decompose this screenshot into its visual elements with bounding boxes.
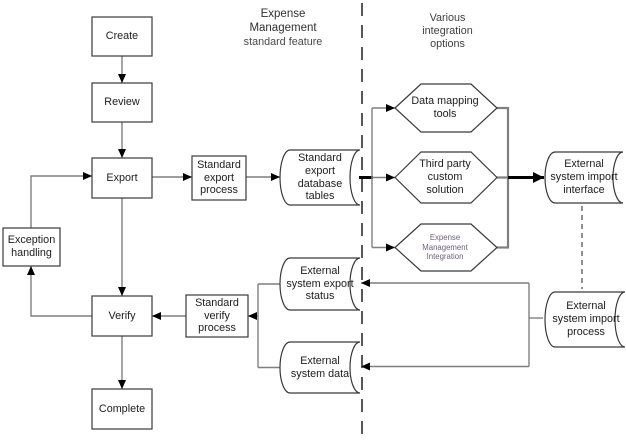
create-box [91,16,153,57]
third-party-custom-solution-hexagon [394,151,498,204]
data-mapping-tools-hexagon [394,83,498,133]
standard-feature-zone-title: Expense Management [249,8,317,34]
connector-verify-to-exception [27,266,92,317]
expense-management-integration-hexagon [394,223,498,272]
complete-box [91,388,153,430]
integration-options-zone-title: Various integration options [422,12,473,50]
external-system-import-interface-shape [544,151,624,204]
standard-feature-zone-subtitle: standard feature [243,36,323,48]
external-system-import-process-shape [544,291,626,348]
standard-export-process-box [191,155,247,201]
connector-exception-to-export [30,172,92,228]
review-box [91,82,153,123]
external-system-data-shape [279,341,361,394]
shapes [2,16,626,430]
export-box [91,157,153,199]
standard-export-database-tables-shape [279,149,361,206]
external-system-export-status-shape [279,257,361,311]
standard-verify-process-box [185,294,249,338]
exception-handling-box [2,227,61,267]
connectors [27,56,544,389]
verify-box [91,295,153,337]
